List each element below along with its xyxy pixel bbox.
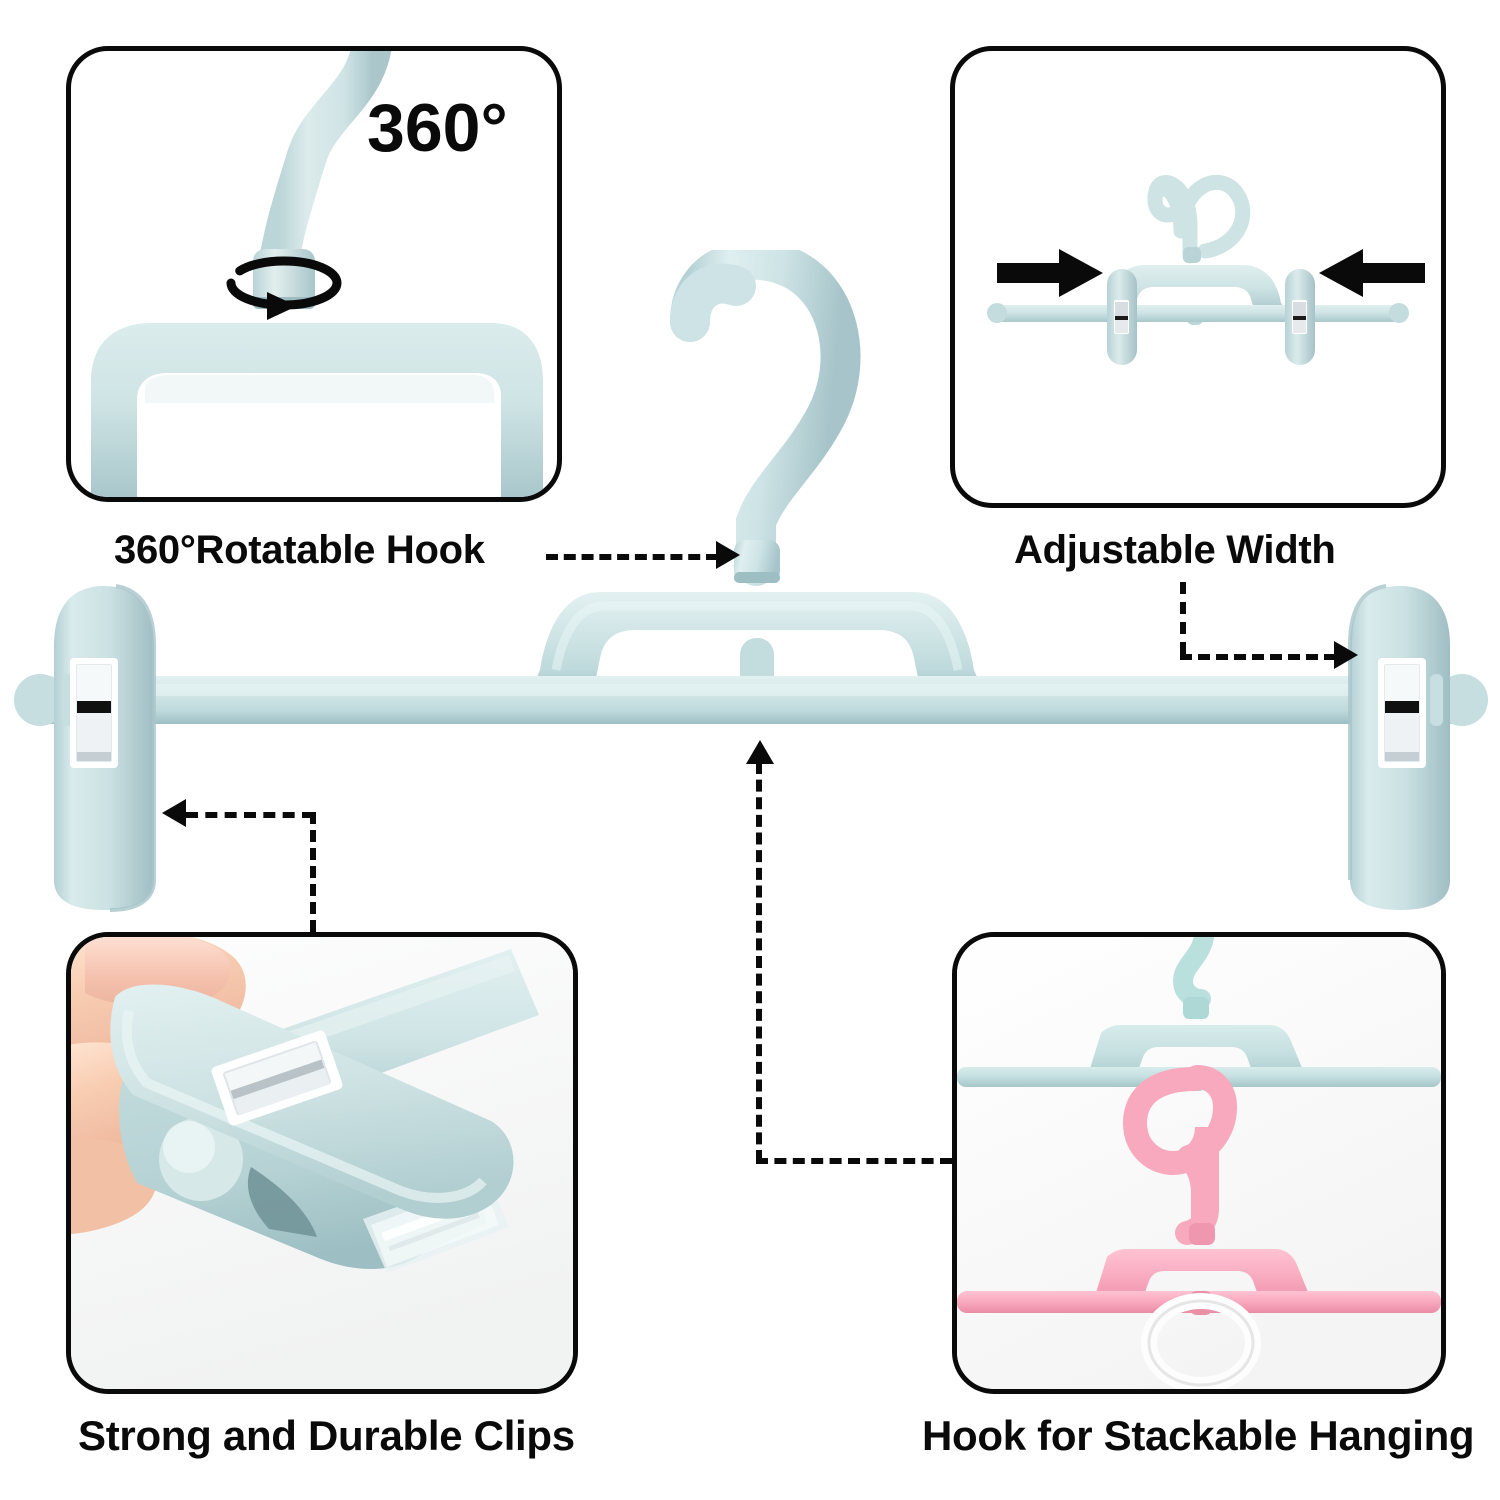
pink-hanger xyxy=(957,1065,1441,1389)
hanger-bar xyxy=(30,676,1472,724)
panel-adjustable-width xyxy=(950,46,1446,508)
mini-clip-left xyxy=(1107,269,1137,365)
panel-stackable-hanging xyxy=(952,932,1446,1394)
callout-stackable-hanging-dash-vertical xyxy=(756,762,762,1162)
panel-durable-clips xyxy=(66,932,578,1394)
callout-rotatable-hook-dash xyxy=(546,554,718,560)
mini-bar-endcap-left xyxy=(987,303,1007,323)
callout-adjustable-width-label: Adjustable Width xyxy=(1014,528,1336,572)
rotation-arrowhead xyxy=(267,292,297,320)
callout-rotatable-hook-label: 360°Rotatable Hook xyxy=(114,528,485,572)
panel-rotatable-hook: 360° xyxy=(66,46,562,502)
mini-hanger-body xyxy=(1101,265,1289,313)
thumbnail xyxy=(85,937,231,1007)
clip-upper-jaw xyxy=(110,984,514,1219)
rotatable-hook-illustration: 360° xyxy=(91,51,543,497)
callout-adjustable-width-dash-horizontal xyxy=(1180,654,1336,660)
hook-stem xyxy=(259,51,392,281)
callout-durable-clips-dash-horizontal xyxy=(186,812,314,818)
clip-spring-gap xyxy=(247,1167,317,1237)
callout-stackable-hanging-label: Hook for Stackable Hanging xyxy=(922,1412,1475,1459)
right-clip-nub xyxy=(1430,674,1443,726)
hanger-center-body xyxy=(528,592,986,698)
hook-swivel-collar-main xyxy=(734,540,780,582)
arrow-inward-left xyxy=(997,249,1103,297)
mint-swivel xyxy=(1183,997,1209,1019)
clip-metal-window xyxy=(211,1030,343,1126)
hanger-top-frame xyxy=(91,323,543,497)
left-clip-metal-window xyxy=(70,658,118,768)
durable-clips-illustration xyxy=(71,937,573,1389)
callout-adjustable-width-dash-vertical xyxy=(1180,582,1186,654)
right-sliding-clip xyxy=(1348,584,1450,910)
mini-clip-right xyxy=(1285,269,1315,365)
rotation-arc xyxy=(226,256,342,310)
callout-adjustable-width-arrowhead xyxy=(1334,641,1358,669)
callout-durable-clips-label: Strong and Durable Clips xyxy=(78,1412,575,1459)
main-hanger-product xyxy=(14,250,1488,912)
right-clip-metal-window xyxy=(1378,658,1426,768)
mini-swivel xyxy=(1183,247,1201,263)
mini-bar-endcap-right xyxy=(1389,303,1409,323)
left-sliding-clip xyxy=(54,584,156,912)
arrow-inward-right xyxy=(1319,249,1425,297)
stackable-hanging-illustration xyxy=(957,937,1441,1389)
adjustable-width-illustration xyxy=(987,174,1425,365)
callout-durable-clips-arrowhead xyxy=(162,799,186,827)
callout-stackable-hanging-arrowhead xyxy=(746,740,774,764)
callout-rotatable-hook-arrowhead xyxy=(716,541,740,569)
bar-endcap-left xyxy=(14,674,66,726)
rotation-degrees-badge: 360° xyxy=(367,90,508,166)
callout-durable-clips-dash-vertical xyxy=(310,812,316,932)
callout-stackable-hanging-dash-horizontal xyxy=(756,1158,952,1164)
pink-swivel xyxy=(1189,1223,1215,1245)
